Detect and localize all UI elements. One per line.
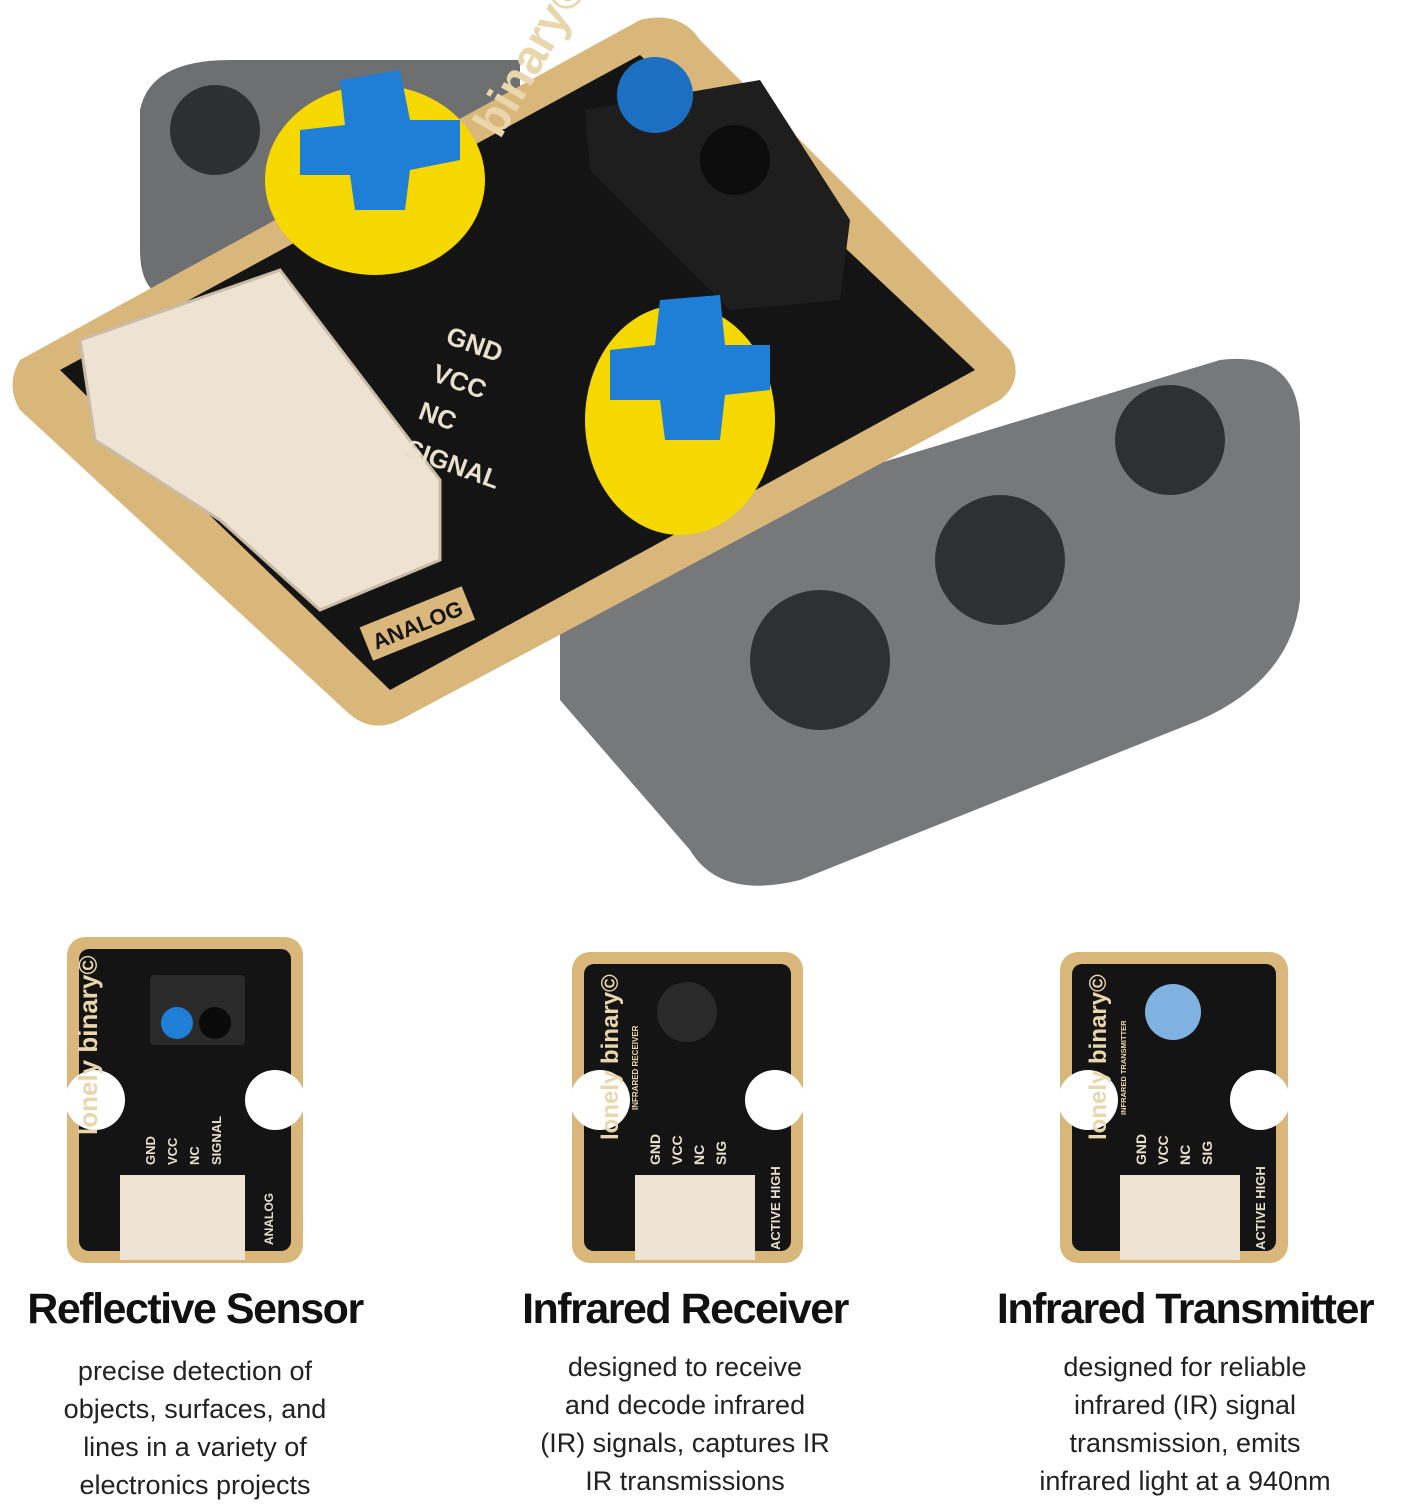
product-description: designed for reliable infrared (IR) sign… bbox=[955, 1348, 1414, 1500]
description-line: designed to receive bbox=[567, 1352, 803, 1382]
hero-product-photo: binary© GND VCC NC SIGNAL ANALOG bbox=[12, 0, 1300, 886]
description-line: objects, surfaces, and bbox=[63, 1394, 327, 1424]
description-line: electronics projects bbox=[79, 1470, 311, 1500]
board-subtitle: INFRARED TRANSMITTER bbox=[1119, 1020, 1128, 1115]
description-line: precise detection of bbox=[77, 1356, 313, 1386]
infrared-receiver-board: lonely binary© INFRARED RECEIVER GND VCC… bbox=[570, 952, 805, 1263]
pin-label: SIG bbox=[1199, 1141, 1215, 1165]
pin-label: NC bbox=[187, 1146, 202, 1165]
mode-label: ACTIVE HIGH bbox=[1253, 1166, 1268, 1250]
description-line: IR transmissions bbox=[585, 1466, 785, 1496]
pin-label: VCC bbox=[1155, 1135, 1171, 1165]
product-title: Infrared Receiver bbox=[522, 1285, 849, 1333]
mode-label: ANALOG bbox=[262, 1193, 276, 1245]
product-caption-infrared-transmitter: Infrared Transmitter designed for reliab… bbox=[955, 1285, 1414, 1500]
lego-pin bbox=[585, 295, 775, 535]
board-logo: lonely binary© bbox=[597, 974, 624, 1140]
description-line: infrared light at a 940nm bbox=[1039, 1466, 1331, 1496]
pin-label: GND bbox=[1133, 1134, 1149, 1165]
description-line: infrared (IR) signal bbox=[1073, 1390, 1297, 1420]
board-logo: lonely binary© bbox=[1085, 974, 1112, 1140]
product-title: Infrared Transmitter bbox=[996, 1285, 1375, 1333]
mode-label: ACTIVE HIGH bbox=[768, 1166, 783, 1250]
description-line: designed for reliable bbox=[1063, 1352, 1307, 1382]
pin-label: VCC bbox=[165, 1137, 180, 1165]
product-description: designed to receive and decode infrared … bbox=[480, 1348, 890, 1500]
infrared-transmitter-board: lonely binary© INFRARED TRANSMITTER GND … bbox=[1058, 952, 1290, 1263]
board-subtitle: INFRARED RECEIVER bbox=[631, 1025, 640, 1110]
reflective-sensor-board: lonely binary© GND VCC NC SIGNAL ANALOG bbox=[65, 937, 305, 1263]
jst-connector bbox=[78, 268, 442, 612]
description-line: and decode infrared bbox=[564, 1390, 806, 1420]
product-title: Reflective Sensor bbox=[27, 1285, 364, 1333]
product-caption-reflective-sensor: Reflective Sensor precise detection of o… bbox=[0, 1285, 400, 1504]
pin-label: NC bbox=[691, 1145, 707, 1165]
product-description: precise detection of objects, surfaces, … bbox=[0, 1352, 400, 1504]
description-line: lines in a variety of bbox=[83, 1432, 307, 1462]
ir-sensor-component bbox=[585, 57, 850, 310]
pin-label: GND bbox=[647, 1134, 663, 1165]
pin-label: VCC bbox=[669, 1135, 685, 1165]
product-caption-infrared-receiver: Infrared Receiver designed to receive an… bbox=[480, 1285, 890, 1500]
description-line: (IR) signals, captures IR bbox=[540, 1428, 830, 1458]
description-line: transmission, emits bbox=[1069, 1428, 1301, 1458]
pin-label: SIGNAL bbox=[209, 1116, 224, 1165]
pin-label: SIG bbox=[713, 1141, 729, 1165]
pin-label: NC bbox=[1177, 1145, 1193, 1165]
lego-pin bbox=[265, 70, 485, 275]
board-logo: lonely binary© bbox=[73, 955, 103, 1135]
pin-label: GND bbox=[143, 1136, 158, 1165]
